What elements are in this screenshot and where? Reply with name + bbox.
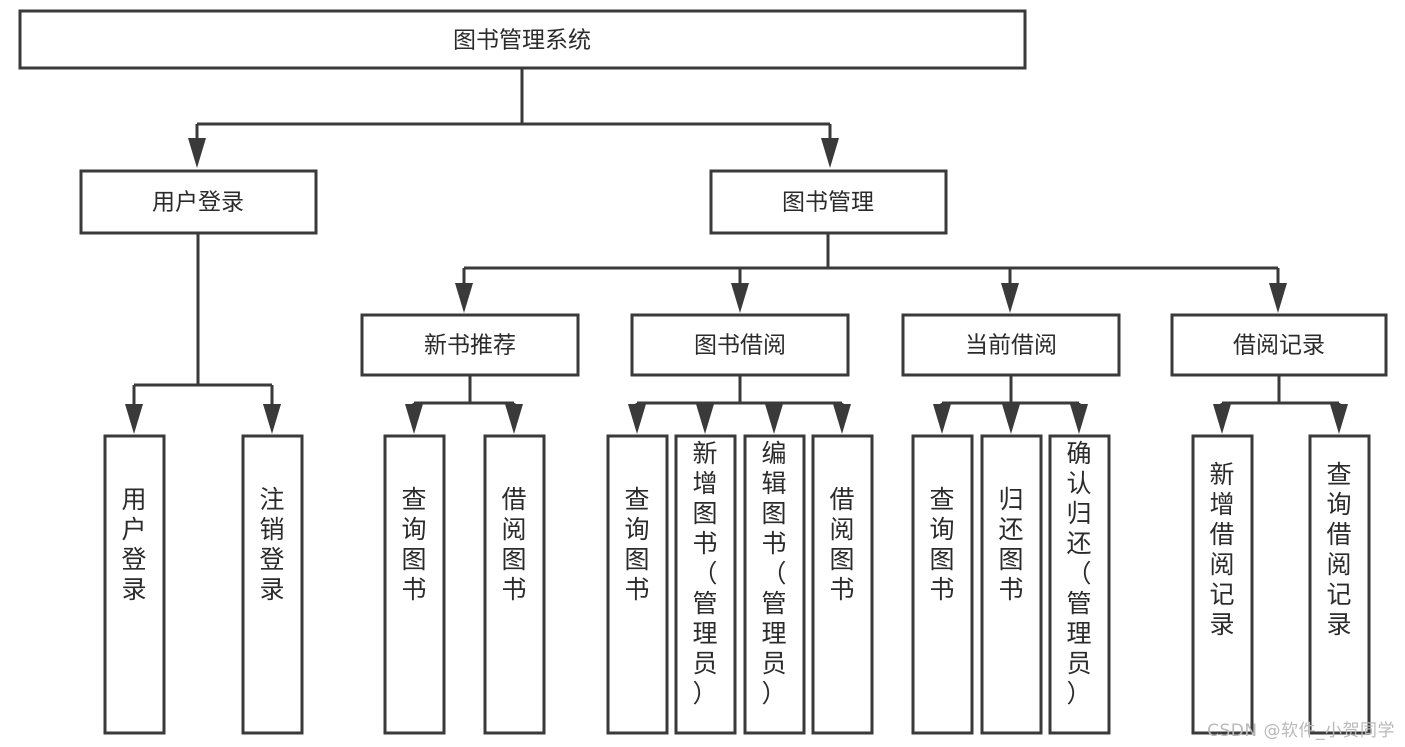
connectors-current-borrow-to-leaves	[933, 375, 1088, 434]
connectors-book-mgmt-to-level3	[455, 233, 1287, 313]
node-borrow-record-box	[1170, 313, 1388, 377]
leaf-node-logout[interactable]: 注销登录	[241, 434, 304, 735]
leaf-node-add-book[interactable]: 新增图书（管理员）	[674, 434, 737, 735]
leaf-return-book-box	[980, 434, 1043, 735]
leaf-borrow-book-new-label: 借阅图书	[501, 485, 526, 604]
arrowhead-bb-leaf1	[628, 404, 646, 434]
leaf-logout-box	[241, 434, 304, 735]
leaf-query-book-current-label: 查询图书	[929, 485, 954, 604]
arrowhead-bb-leaf2	[696, 404, 714, 434]
arrowhead-br-leaf1	[1213, 404, 1231, 434]
node-borrow-record[interactable]: 借阅记录	[1170, 313, 1388, 377]
leaf-logout-label: 注销登录	[259, 485, 284, 604]
node-current-borrow-label: 当前借阅	[965, 333, 1057, 359]
leaf-borrow-book-box	[811, 434, 874, 735]
arrowhead-bb-leaf4	[833, 404, 851, 434]
leaf-query-book-new-box	[383, 434, 446, 735]
csdn-watermark: CSDN @软件_小贺同学	[1207, 721, 1395, 741]
node-user-login[interactable]: 用户登录	[79, 169, 318, 235]
node-new-book-recommend-label: 新书推荐	[424, 333, 516, 359]
leaf-node-query-book-borrow[interactable]: 查询图书	[606, 434, 669, 735]
leaf-query-borrow-record-label: 查询借阅记录	[1326, 460, 1351, 639]
leaf-node-query-borrow-record[interactable]: 查询借阅记录	[1308, 434, 1371, 735]
leaf-edit-book-label: 编辑图书（管理员）	[761, 439, 786, 708]
node-root-system[interactable]: 图书管理系统	[18, 9, 1027, 70]
leaf-node-query-book-new[interactable]: 查询图书	[383, 434, 446, 735]
arrowhead-nb-leaf2	[505, 404, 523, 434]
node-book-management-label: 图书管理	[782, 190, 874, 216]
leaf-query-book-new-label: 查询图书	[401, 485, 426, 604]
arrowhead-cb-leaf1	[933, 404, 951, 434]
node-borrow-record-label: 借阅记录	[1233, 333, 1325, 359]
connectors-user-login-to-leaves	[125, 233, 281, 434]
leaf-query-borrow-record-box	[1308, 434, 1371, 735]
leaf-borrow-book-new-box	[483, 434, 546, 735]
leaf-borrow-book-label: 借阅图书	[829, 485, 854, 604]
connectors-root-to-level2	[188, 69, 839, 168]
node-root-box	[18, 9, 1027, 70]
node-current-borrow-box	[901, 313, 1121, 377]
leaf-user-login-label: 用户登录	[121, 485, 146, 604]
connectors-book-borrow-to-leaves	[628, 375, 851, 434]
arrowhead-cb-leaf3	[1070, 404, 1088, 434]
arrowhead-nb-leaf1	[405, 404, 423, 434]
node-book-management[interactable]: 图书管理	[709, 169, 948, 235]
leaf-confirm-return-box	[1048, 434, 1111, 735]
node-user-login-label: 用户登录	[152, 190, 244, 216]
leaf-query-book-current-box	[911, 434, 974, 735]
leaf-node-borrow-book[interactable]: 借阅图书	[811, 434, 874, 735]
leaf-node-confirm-return[interactable]: 确认归还（管理员）	[1048, 434, 1111, 735]
arrowhead-borrow-record	[1269, 283, 1287, 313]
arrowhead-bb-leaf3	[765, 404, 783, 434]
leaf-add-book-label: 新增图书（管理员）	[692, 439, 717, 708]
leaf-query-book-borrow-label: 查询图书	[624, 485, 649, 604]
leaf-node-return-book[interactable]: 归还图书	[980, 434, 1043, 735]
arrowhead-leaf-logout	[263, 404, 281, 434]
leaf-add-book-box	[674, 434, 737, 735]
node-book-management-box	[709, 169, 948, 235]
node-root-label: 图书管理系统	[453, 28, 591, 54]
connectors-new-book-to-leaves	[405, 375, 523, 434]
leaf-node-add-borrow-record[interactable]: 新增借阅记录	[1191, 434, 1254, 735]
arrowhead-cb-leaf2	[1002, 404, 1020, 434]
leaf-query-book-borrow-box	[606, 434, 669, 735]
leaf-confirm-return-label: 确认归还（管理员）	[1066, 439, 1091, 708]
arrowhead-br-leaf2	[1330, 404, 1348, 434]
node-book-borrow[interactable]: 图书借阅	[630, 313, 850, 377]
node-book-borrow-box	[630, 313, 850, 377]
node-book-borrow-label: 图书借阅	[694, 333, 786, 359]
leaf-node-borrow-book-new[interactable]: 借阅图书	[483, 434, 546, 735]
arrowhead-book-mgmt	[821, 138, 839, 168]
leaf-edit-book-box	[743, 434, 806, 735]
leaf-node-edit-book[interactable]: 编辑图书（管理员）	[743, 434, 806, 735]
node-current-borrow[interactable]: 当前借阅	[901, 313, 1121, 377]
arrowhead-current-borrow	[1001, 283, 1019, 313]
connectors-borrow-record-to-leaves	[1213, 375, 1348, 434]
leaf-node-user-login[interactable]: 用户登录	[103, 434, 166, 735]
arrowhead-user-login	[188, 138, 206, 168]
leaf-user-login-box	[103, 434, 166, 735]
leaf-return-book-label: 归还图书	[998, 485, 1023, 604]
leaf-node-query-book-current[interactable]: 查询图书	[911, 434, 974, 735]
leaf-add-borrow-record-label: 新增借阅记录	[1209, 460, 1234, 639]
node-new-book-recommend-box	[360, 313, 580, 377]
node-new-book-recommend[interactable]: 新书推荐	[360, 313, 580, 377]
arrowhead-leaf-user-login	[125, 404, 143, 434]
arrowhead-book-borrow	[731, 283, 749, 313]
leaf-add-borrow-record-box	[1191, 434, 1254, 735]
arrowhead-new-book	[455, 283, 473, 313]
